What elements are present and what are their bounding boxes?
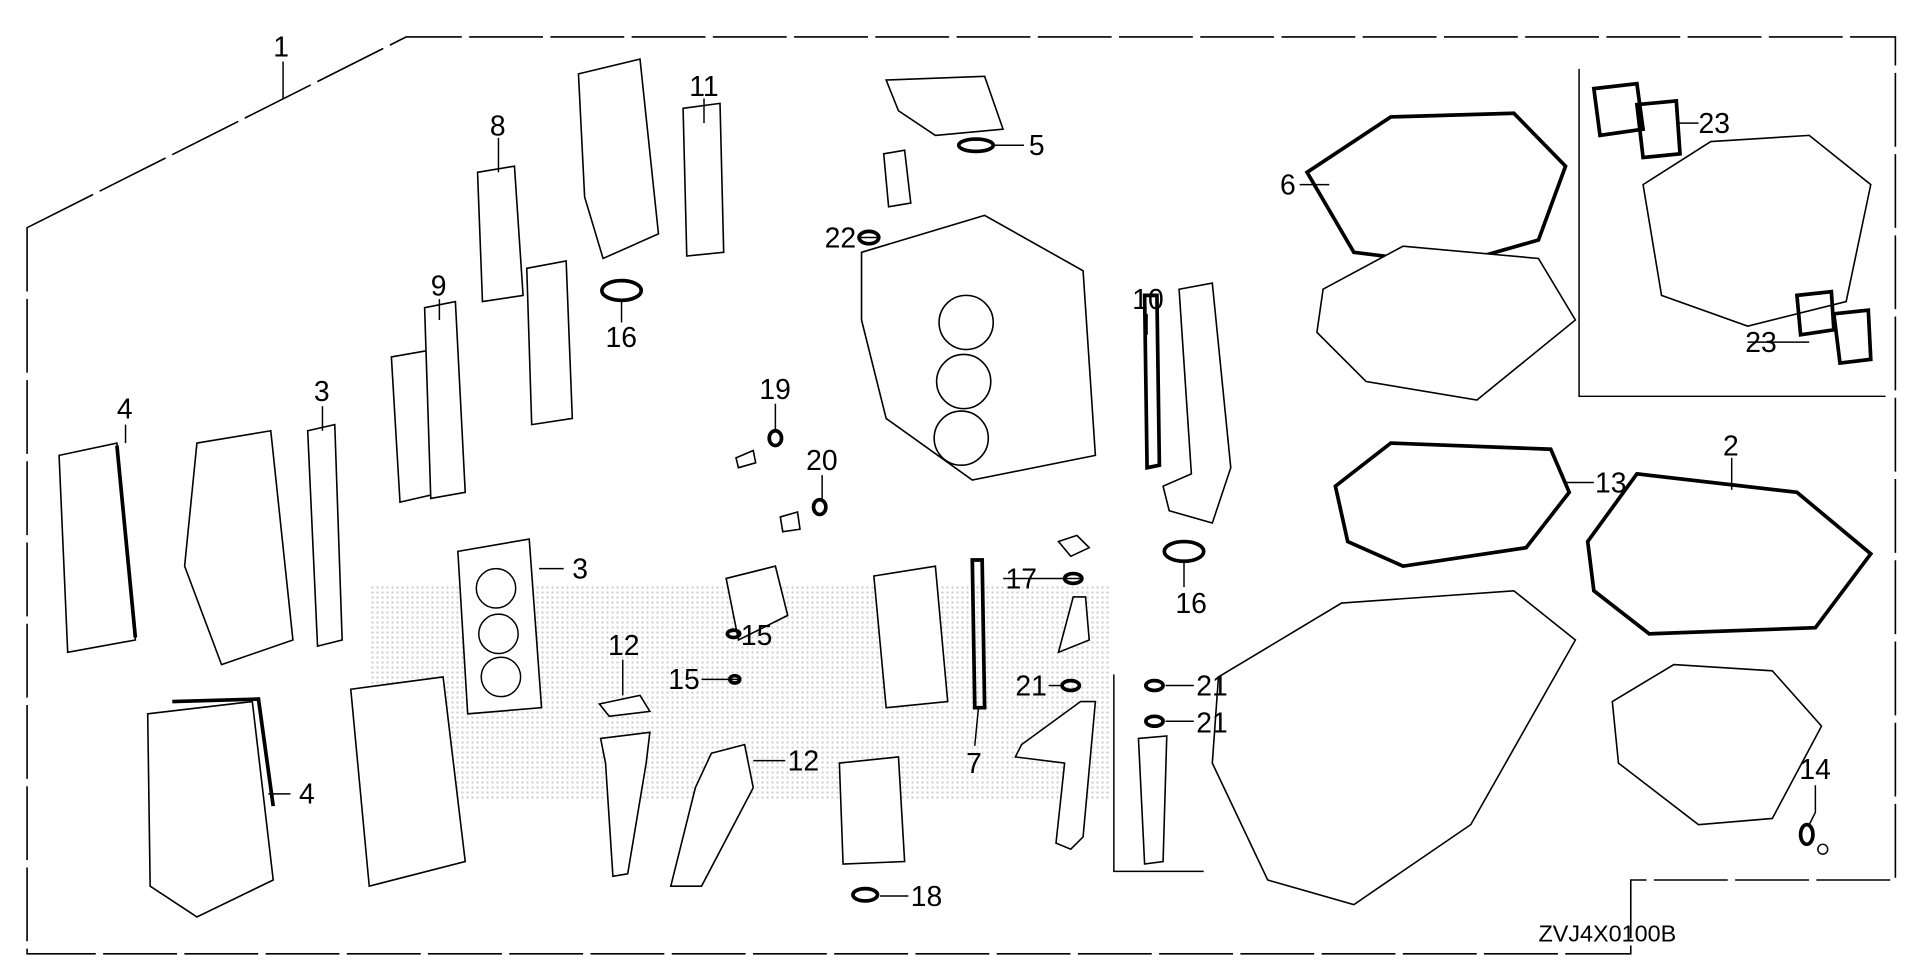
- callout-11[interactable]: 11: [689, 70, 718, 102]
- callout-8[interactable]: 8: [490, 109, 506, 141]
- callout-10[interactable]: 10: [1132, 283, 1163, 315]
- callout-12[interactable]: 12: [788, 744, 819, 776]
- callout-17[interactable]: 17: [1006, 562, 1037, 594]
- part-cylinder-block: [735, 75, 1097, 533]
- callout-4[interactable]: 4: [299, 778, 315, 810]
- part-exhaust-cover: [1142, 282, 1232, 564]
- callout-3[interactable]: 3: [314, 375, 330, 407]
- callout-15[interactable]: 15: [741, 619, 772, 651]
- callout-20[interactable]: 20: [806, 444, 837, 476]
- diagram-code: ZVJ4X0100B: [1538, 921, 1676, 947]
- part-oil-pan-inset: [1591, 81, 1873, 366]
- callout-5[interactable]: 5: [1029, 129, 1045, 161]
- kit-border: [26, 36, 1897, 955]
- callout-21[interactable]: 21: [1015, 669, 1046, 701]
- inset-frame-dipstick: [1113, 674, 1204, 873]
- callout-7[interactable]: 7: [966, 747, 982, 779]
- callout-23[interactable]: 23: [1745, 326, 1776, 358]
- callout-2[interactable]: 2: [1723, 429, 1739, 461]
- callout-21[interactable]: 21: [1196, 669, 1227, 701]
- callout-22[interactable]: 22: [825, 221, 856, 253]
- callout-16[interactable]: 16: [606, 321, 637, 353]
- callout-23[interactable]: 23: [1698, 107, 1729, 139]
- part-oil-pan-lower: [1211, 589, 1829, 906]
- callout-16[interactable]: 16: [1175, 587, 1206, 619]
- callout-14[interactable]: 14: [1799, 753, 1830, 785]
- part-head-cover-left: [58, 423, 343, 666]
- callout-3[interactable]: 3: [572, 552, 588, 584]
- callout-13[interactable]: 13: [1595, 466, 1626, 498]
- callout-15[interactable]: 15: [668, 663, 699, 695]
- callout-4[interactable]: 4: [117, 392, 133, 424]
- callout-18[interactable]: 18: [911, 880, 942, 912]
- part-cylinder-head-lower: [146, 534, 1168, 918]
- callout-19[interactable]: 19: [759, 373, 790, 405]
- part-cylinder-head-upper: [390, 58, 725, 504]
- leader-lines: [124, 61, 1817, 897]
- callout-9[interactable]: 9: [431, 269, 447, 301]
- inset-frame: [1578, 68, 1886, 398]
- part-gaskets-right: [1304, 111, 1874, 636]
- callout-1[interactable]: 1: [273, 31, 289, 63]
- callout-6[interactable]: 6: [1280, 168, 1296, 200]
- callout-12[interactable]: 12: [608, 629, 639, 661]
- callout-21[interactable]: 21: [1196, 706, 1227, 738]
